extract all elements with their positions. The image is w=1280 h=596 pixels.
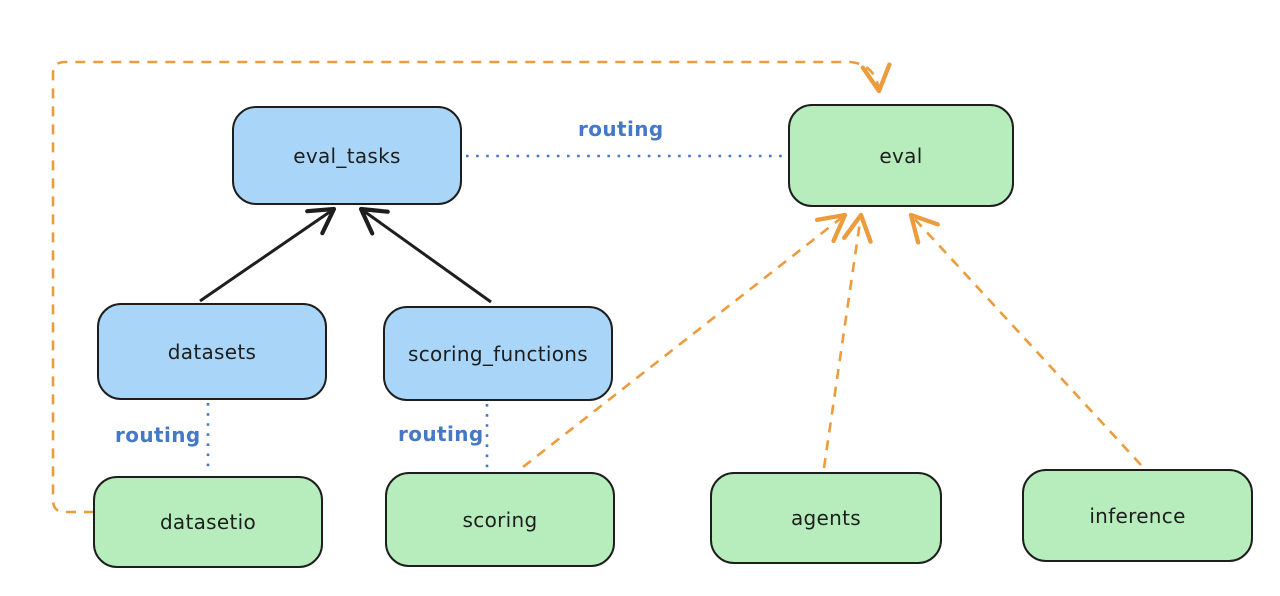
node-agents-label: agents [791,506,861,530]
node-scoring-label: scoring [462,507,538,532]
edge-inference-to-eval [908,212,1142,466]
edge-scoring_functions-to-eval_tasks [358,206,492,304]
edge-agents-to-eval [822,212,873,469]
node-agents: agents [710,472,942,564]
node-scoring_functions: scoring_functions [383,306,613,401]
node-eval: eval [788,104,1014,207]
node-scoring: scoring [385,472,615,567]
node-inference-label: inference [1089,503,1186,528]
node-eval_tasks-label: eval_tasks [293,143,401,168]
node-datasetio: datasetio [93,476,323,568]
edge-label-routing-top: routing [578,117,664,141]
node-inference: inference [1022,469,1253,562]
node-eval_tasks: eval_tasks [232,106,462,205]
edge-label-routing-datasets: routing [115,423,201,447]
node-datasetio-label: datasetio [159,510,257,534]
edge-datasetio-to-eval-loop [51,60,892,514]
edge-label-routing-scoring: routing [398,422,484,446]
edge-scoring-to-eval [522,212,848,469]
node-eval-label: eval [879,143,923,168]
node-datasets: datasets [97,303,327,400]
node-scoring_functions-label: scoring_functions [407,341,589,366]
node-datasets-label: datasets [167,339,257,364]
edge-datasets-to-eval_tasks [199,206,337,303]
